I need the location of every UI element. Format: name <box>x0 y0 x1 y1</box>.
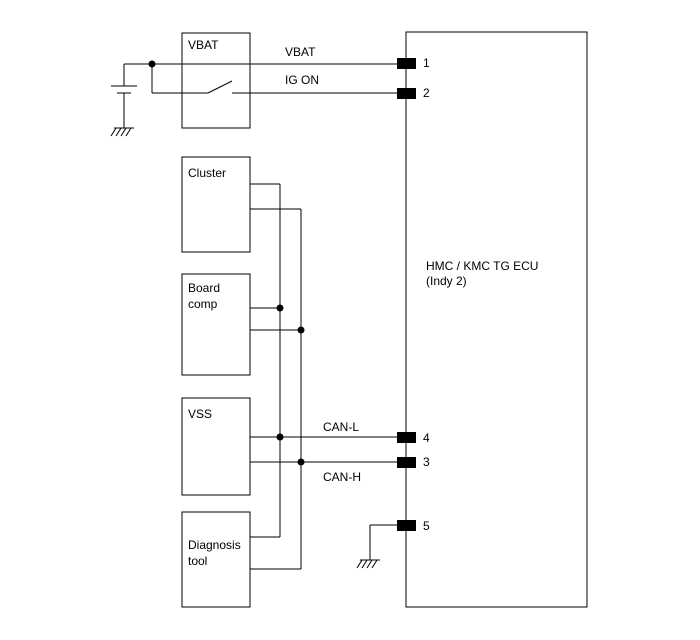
pin-5-label: 5 <box>423 519 430 533</box>
pin-5-terminal <box>397 520 416 531</box>
connector-pins: 1 2 4 3 5 <box>397 56 430 533</box>
can-h-signal-label: CAN-H <box>323 470 361 484</box>
board-comp-box <box>181 273 251 376</box>
pin-2-terminal <box>397 88 416 99</box>
pin-3-terminal <box>397 457 416 468</box>
vbat-box-label: VBAT <box>188 38 219 52</box>
battery-icon <box>111 63 152 128</box>
vbat-signal-label: VBAT <box>285 45 316 59</box>
ig-on-signal-label: IG ON <box>285 73 319 87</box>
battery-ground-icon <box>110 127 134 137</box>
cluster-block: Cluster <box>181 156 251 253</box>
ecu-block: HMC / KMC TG ECU (Indy 2) <box>405 31 588 608</box>
diagnosis-tool-label-line1: Diagnosis <box>188 538 241 552</box>
ecu-box <box>405 31 588 608</box>
pin-1-terminal <box>397 58 416 69</box>
vbat-box <box>181 32 251 129</box>
vss-label: VSS <box>188 407 212 421</box>
diagnosis-tool-label-line2: tool <box>188 554 207 568</box>
board-comp-block: Board comp <box>181 273 251 376</box>
pin-2-label: 2 <box>423 86 430 100</box>
board-comp-label-line1: Board <box>188 281 220 295</box>
vss-box <box>181 397 251 496</box>
vbat-block: VBAT <box>181 32 251 129</box>
can-bus-wiring: CAN-L CAN-H <box>250 183 397 570</box>
can-l-signal-label: CAN-L <box>323 420 359 434</box>
ecu-label-line2: (Indy 2) <box>426 274 467 288</box>
ecu-ground-icon <box>356 559 380 569</box>
cluster-label: Cluster <box>188 166 226 180</box>
junction-dot <box>276 433 284 441</box>
pin-4-terminal <box>397 432 416 443</box>
pin-3-label: 3 <box>423 455 430 469</box>
power-wiring: VBAT IG ON <box>148 45 397 94</box>
junction-dot <box>297 326 305 334</box>
pin-4-label: 4 <box>423 431 430 445</box>
ignition-switch-icon <box>207 80 233 94</box>
board-comp-label-line2: comp <box>188 297 218 311</box>
junction-dot <box>297 458 305 466</box>
vss-block: VSS <box>181 397 251 496</box>
junction-dot <box>276 304 284 312</box>
cluster-box <box>181 156 251 253</box>
ecu-ground-wiring <box>369 524 397 560</box>
pin-1-label: 1 <box>423 56 430 70</box>
ecu-label-line1: HMC / KMC TG ECU <box>426 259 538 273</box>
diagnosis-tool-box <box>181 511 251 608</box>
diagnosis-tool-block: Diagnosis tool <box>181 511 251 608</box>
